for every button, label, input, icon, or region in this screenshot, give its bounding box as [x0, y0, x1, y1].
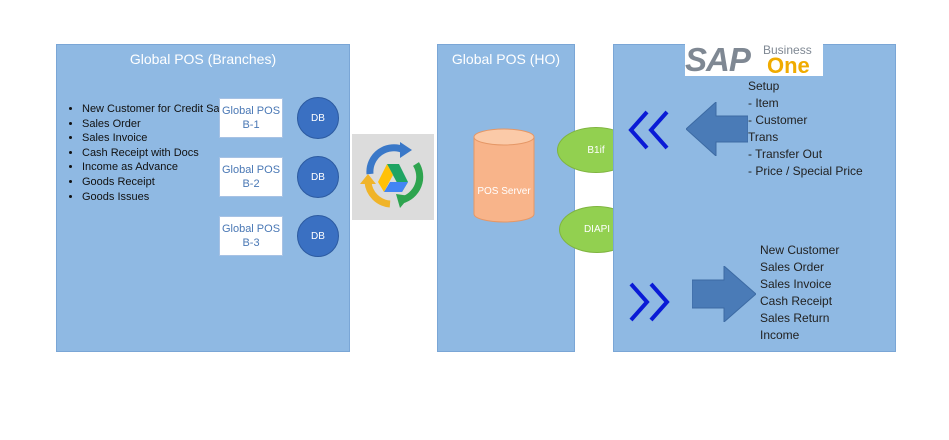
branch-box-code: B-3: [242, 237, 260, 249]
branch-box-b2: Global POS B-2: [219, 157, 283, 197]
task-item: Cash Receipt with Docs: [82, 146, 242, 161]
task-item: Income as Advance: [82, 160, 242, 175]
outgoing-item: New Customer: [760, 243, 840, 257]
setup-item: - Transfer Out: [748, 147, 823, 161]
outgoing-item: Sales Invoice: [760, 277, 832, 291]
branches-panel: Global POS (Branches): [56, 44, 350, 352]
outgoing-item: Sales Return: [760, 311, 830, 325]
sap-business-one-logo: SAP Business One: [685, 41, 823, 78]
branch-box-name: Global POS: [221, 223, 281, 235]
setup-item: Trans: [748, 130, 779, 144]
logo-one: One: [767, 53, 810, 78]
pos-server-label: POS Server: [477, 186, 531, 197]
task-item: Goods Receipt: [82, 175, 242, 190]
branches-title: Global POS (Branches): [129, 51, 277, 67]
db-node-b3: DB: [297, 215, 339, 257]
db-node-b2: DB: [297, 156, 339, 198]
logo-business: Business: [763, 43, 812, 57]
double-chevron-right-icon: [629, 282, 670, 322]
outgoing-item: Cash Receipt: [760, 294, 833, 308]
task-item: Goods Issues: [82, 190, 242, 205]
ho-title: Global POS (HO): [451, 51, 561, 67]
branch-box-name: Global POS: [221, 164, 281, 176]
task-item: New Customer for Credit Sales: [82, 102, 242, 117]
setup-item: - Item: [748, 96, 779, 110]
setup-item: Setup: [748, 79, 780, 93]
branch-box-b1: Global POS B-1: [219, 98, 283, 138]
branch-box-name: Global POS: [221, 105, 281, 117]
branch-box-code: B-1: [242, 119, 260, 131]
branch-box-b3: Global POS B-3: [219, 216, 283, 256]
branch-box-code: B-2: [242, 178, 260, 190]
branch-task-list: New Customer for Credit Sales Sales Orde…: [60, 102, 242, 204]
setup-item: - Customer: [748, 113, 808, 127]
db-node-b1: DB: [297, 97, 339, 139]
logo-sap: SAP: [685, 41, 751, 78]
pos-server-cylinder-icon: [473, 128, 535, 223]
sync-drive-icon: [352, 134, 434, 220]
left-block-arrow-icon: [686, 102, 748, 156]
outgoing-item: Income: [760, 328, 800, 342]
right-block-arrow-icon: [692, 266, 756, 322]
outgoing-item: Sales Order: [760, 260, 825, 274]
sap-panel: [613, 44, 896, 352]
task-item: Sales Invoice: [82, 131, 242, 146]
setup-item: - Price / Special Price: [748, 164, 863, 178]
setup-list: Setup - Item - Customer Trans - Transfer…: [748, 78, 863, 180]
task-item: Sales Order: [82, 117, 242, 132]
outgoing-list: New Customer Sales Order Sales Invoice C…: [760, 242, 839, 344]
double-chevron-left-icon: [628, 110, 669, 150]
